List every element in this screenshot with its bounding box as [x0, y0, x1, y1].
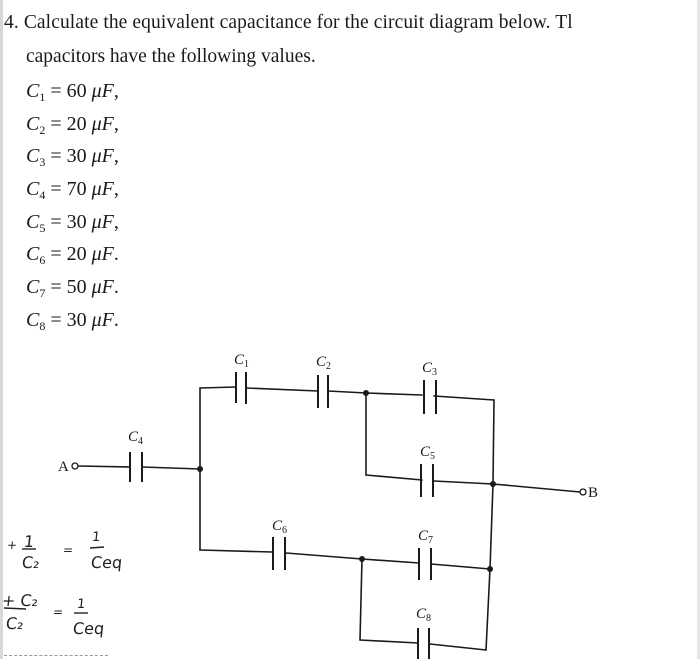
terminal-a-node: [71, 462, 79, 470]
question-number: 4.: [4, 12, 19, 33]
capacitor-value-c1: C1 = 60 μF,: [26, 80, 119, 104]
question-line-1: 4. Calculate the equivalent capacitance …: [4, 12, 573, 34]
label-c1: C1: [234, 352, 249, 370]
capacitor-value-c5: C5 = 30 μF,: [26, 210, 119, 235]
hw-l2-den: C₂: [5, 614, 25, 633]
question-line-2: capacitors have the following values.: [26, 46, 316, 67]
capacitor-plates: [129, 372, 437, 659]
hw-l1-rhs-num: 1: [91, 530, 102, 545]
label-c6: C6: [272, 518, 287, 536]
hw-l2-rhs-den: Ceq: [72, 619, 106, 638]
capacitor-value-c3: C3 = 30 μF,: [26, 145, 119, 170]
hw-l2-num: + C₂: [1, 591, 40, 610]
page-right-border: [697, 0, 700, 659]
hw-l2-rhs-num: 1: [76, 597, 87, 612]
capacitor-value-c7: C7 = 50 μF.: [26, 276, 119, 301]
label-c5: C5: [420, 444, 435, 462]
terminal-b-label: B: [588, 485, 598, 501]
hw-plus-1: +: [6, 538, 18, 552]
capacitor-value-c6: C6 = 20 μF.: [26, 243, 119, 268]
capacitor-value-c8: C8 = 30 μF.: [26, 308, 119, 333]
hw-l1-rhs-den: Ceq: [90, 553, 124, 572]
hw-l1-eq: =: [62, 543, 74, 557]
label-c4: C4: [128, 429, 143, 447]
junction-dots: [197, 390, 496, 572]
handwriting-fraction-bars: [3, 546, 105, 614]
capacitor-value-list: C1 = 60 μF, C2 = 20 μF, C3 = 30 μF, C4 = 70…: [26, 80, 119, 342]
terminal-b-node: [579, 488, 587, 496]
terminal-a-label: A: [58, 459, 69, 475]
label-c7: C7: [418, 528, 433, 546]
question-text: Calculate the equivalent capacitance for…: [23, 12, 573, 33]
hw-l2-eq: =: [52, 605, 64, 619]
hw-l1-num: 1: [23, 532, 36, 551]
label-c8: C8: [416, 606, 431, 624]
page-left-border: [0, 0, 3, 659]
label-c3: C3: [422, 360, 437, 378]
hw-l1-den: C₂: [21, 553, 41, 572]
label-c2: C2: [316, 354, 331, 372]
capacitor-value-c2: C2 = 20 μF,: [26, 112, 119, 137]
capacitor-value-c4: C4 = 70 μF,: [26, 178, 119, 203]
bottom-rule: [4, 655, 108, 657]
